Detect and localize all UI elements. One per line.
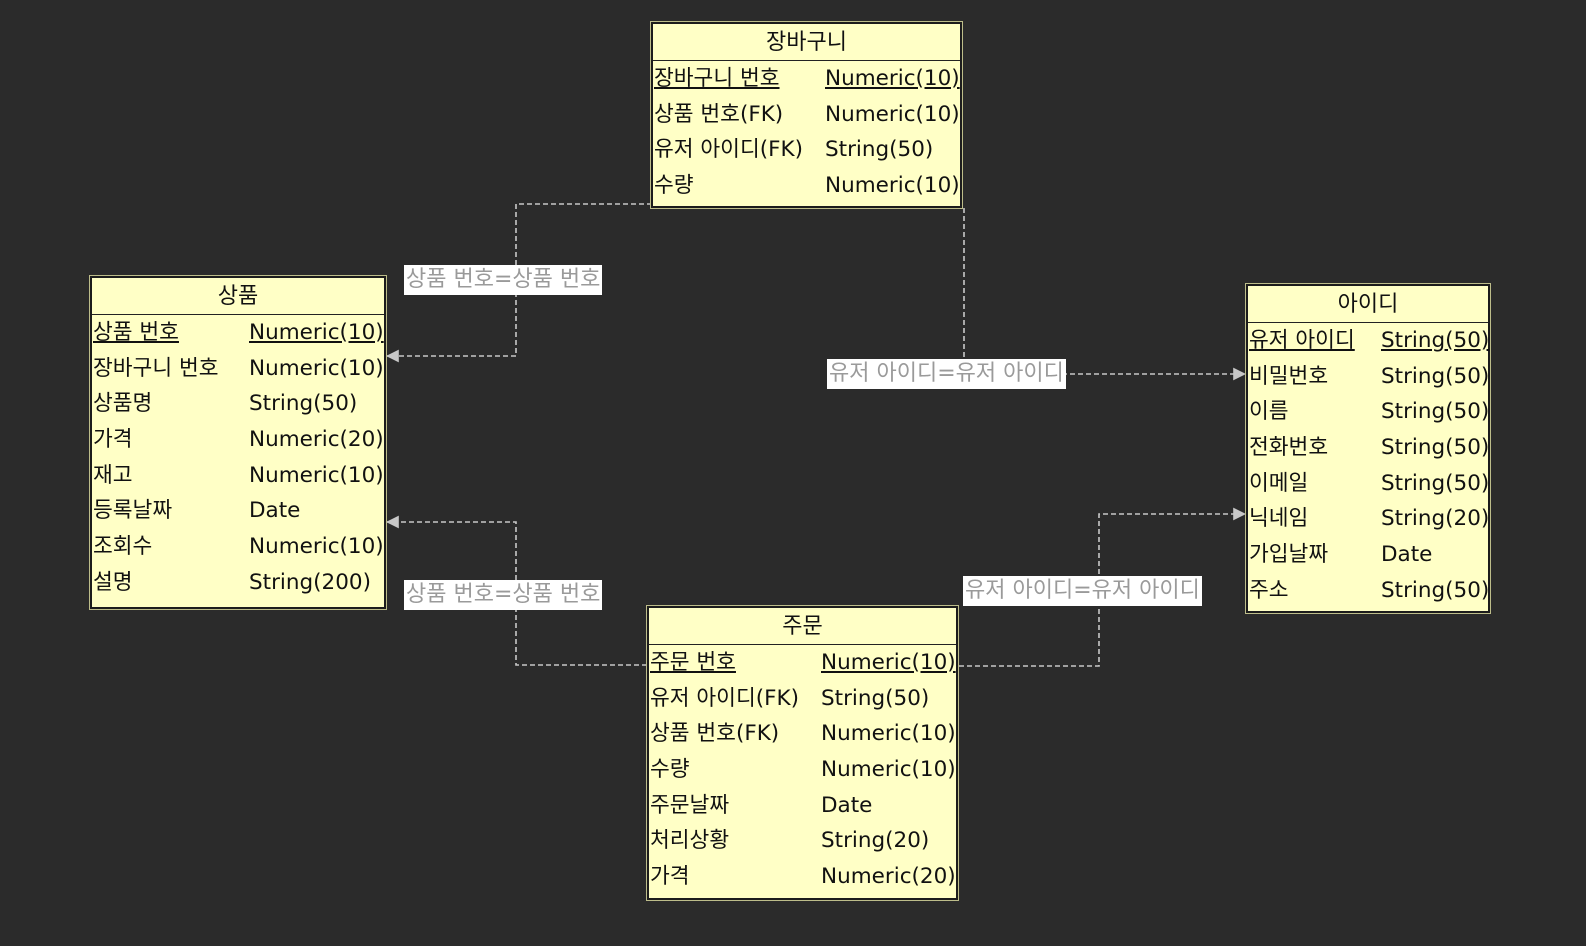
entity-row: 닉네임 String(20) [1248, 501, 1490, 537]
column-type: Date [821, 792, 873, 818]
entity-title: 아이디 [1248, 286, 1488, 323]
column-type: String(50) [1381, 328, 1490, 353]
column-name: 상품명 [93, 391, 153, 417]
column-type: String(20) [821, 828, 930, 854]
column-type: String(50) [1381, 399, 1490, 425]
column-name: 가입날짜 [1249, 542, 1329, 568]
entity-row: 장바구니 번호 Numeric(10) [92, 351, 384, 387]
column-name: 이름 [1249, 399, 1289, 425]
entity-row: 조회수 Numeric(10) [92, 529, 384, 565]
column-name: 가격 [650, 864, 690, 890]
column-type: String(200) [249, 569, 371, 595]
column-name: 비밀번호 [1249, 363, 1329, 389]
column-type: String(50) [1381, 470, 1490, 496]
column-type: Numeric(10) [825, 173, 960, 199]
column-name: 이메일 [1249, 470, 1309, 496]
entity-row: 수량 Numeric(10) [653, 168, 960, 204]
entity-cart[interactable]: 장바구니 장바구니 번호 Numeric(10) 상품 번호(FK) Numer… [650, 21, 963, 209]
column-type: Numeric(10) [821, 757, 956, 783]
column-name: 상품 번호(FK) [650, 721, 780, 747]
column-name: 닉네임 [1249, 506, 1309, 532]
entity-row: 상품 번호(FK) Numeric(10) [653, 97, 960, 133]
column-name: 등록날짜 [93, 498, 173, 524]
connector-cart-user[interactable] [963, 208, 1246, 381]
column-name: 상품 번호 [93, 320, 179, 345]
entity-row: 처리상황 String(20) [649, 823, 956, 859]
column-type: Numeric(10) [249, 355, 384, 381]
entity-row: 이름 String(50) [1248, 394, 1490, 430]
entity-title: 주문 [649, 608, 956, 645]
column-name: 처리상황 [650, 828, 730, 854]
entity-row: 설명 String(200) [92, 565, 384, 601]
column-name: 유저 아이디(FK) [654, 137, 803, 163]
column-type: Date [1381, 542, 1433, 568]
relation-label-order-user: 유저 아이디=유저 아이디 [963, 576, 1202, 606]
entity-user[interactable]: 아이디 유저 아이디 String(50) 비밀번호 String(50) 이름… [1245, 283, 1491, 614]
entity-row: 이메일 String(50) [1248, 466, 1490, 502]
column-name: 주문날짜 [650, 792, 730, 818]
entity-row: 가격 Numeric(20) [92, 422, 384, 458]
column-type: String(50) [1381, 363, 1490, 389]
column-type: Numeric(10) [821, 721, 956, 747]
entity-row: 가입날짜 Date [1248, 537, 1488, 573]
relation-label-cart-product: 상품 번호=상품 번호 [404, 265, 603, 295]
column-name: 조회수 [93, 534, 153, 560]
entity-row: 상품 번호 Numeric(10) [92, 315, 384, 351]
column-type: Numeric(20) [821, 864, 956, 890]
entity-row: 주소 String(50) [1248, 573, 1490, 609]
column-type: Numeric(10) [249, 320, 384, 345]
column-type: Numeric(10) [821, 650, 956, 675]
entity-row: 가격 Numeric(20) [649, 859, 956, 895]
column-name: 전화번호 [1249, 435, 1329, 461]
entity-row: 재고 Numeric(10) [92, 458, 384, 494]
column-type: String(50) [825, 137, 934, 163]
column-name: 장바구니 번호 [93, 355, 219, 381]
column-type: Numeric(10) [825, 101, 960, 127]
column-name: 유저 아이디(FK) [650, 685, 799, 711]
column-name: 상품 번호(FK) [654, 101, 784, 127]
entity-row: 전화번호 String(50) [1248, 430, 1490, 466]
entity-order[interactable]: 주문 주문 번호 Numeric(10) 유저 아이디(FK) String(5… [646, 605, 959, 901]
entity-title: 장바구니 [653, 24, 960, 61]
column-name: 유저 아이디 [1249, 328, 1355, 353]
column-type: Date [249, 498, 301, 524]
column-type: String(50) [249, 391, 358, 417]
column-type: Numeric(10) [825, 66, 960, 91]
column-type: String(50) [1381, 435, 1490, 461]
entity-product[interactable]: 상품 상품 번호 Numeric(10) 장바구니 번호 Numeric(10)… [89, 275, 387, 610]
entity-row: 유저 아이디(FK) String(50) [653, 132, 960, 168]
entity-row: 상품명 String(50) [92, 386, 384, 422]
entity-row: 비밀번호 String(50) [1248, 359, 1490, 395]
entity-row: 상품 번호(FK) Numeric(10) [649, 716, 956, 752]
entity-row: 유저 아이디 String(50) [1248, 323, 1490, 359]
column-name: 수량 [654, 173, 694, 199]
column-name: 주소 [1249, 577, 1289, 603]
column-type: String(50) [821, 685, 930, 711]
entity-row: 주문 번호 Numeric(10) [649, 645, 956, 681]
column-name: 주문 번호 [650, 650, 736, 675]
column-name: 설명 [93, 569, 133, 595]
column-type: Numeric(20) [249, 427, 384, 453]
entity-row: 등록날짜 Date [92, 493, 384, 529]
entity-row: 수량 Numeric(10) [649, 752, 956, 788]
column-name: 수량 [650, 757, 690, 783]
relation-label-order-product: 상품 번호=상품 번호 [404, 580, 603, 610]
entity-row: 유저 아이디(FK) String(50) [649, 681, 956, 717]
entity-title: 상품 [92, 278, 384, 315]
column-type: Numeric(10) [249, 462, 384, 488]
column-type: String(50) [1381, 577, 1490, 603]
column-name: 장바구니 번호 [654, 66, 780, 91]
relation-label-cart-user: 유저 아이디=유저 아이디 [827, 359, 1066, 389]
column-name: 재고 [93, 462, 133, 488]
entity-row: 장바구니 번호 Numeric(10) [653, 61, 960, 97]
column-name: 가격 [93, 427, 133, 453]
column-type: String(20) [1381, 506, 1490, 532]
entity-row: 주문날짜 Date [649, 788, 956, 824]
column-type: Numeric(10) [249, 534, 384, 560]
